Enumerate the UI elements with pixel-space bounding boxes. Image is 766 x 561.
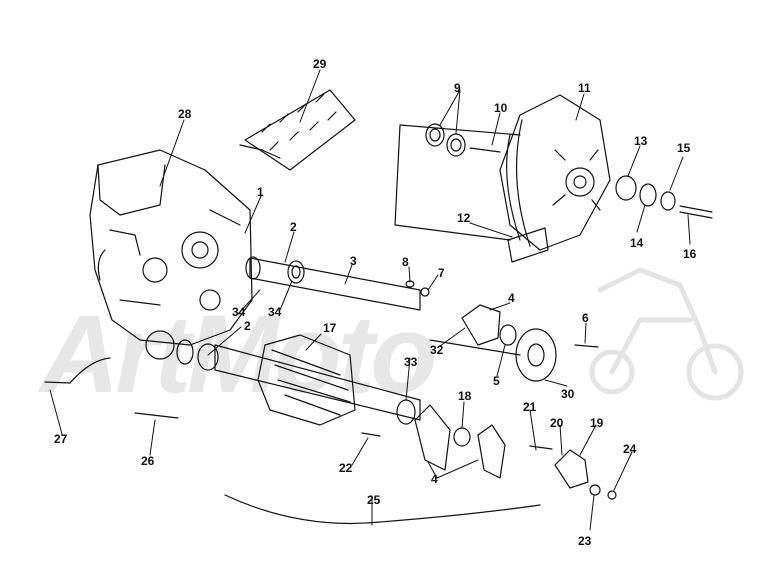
callout-4: 4 bbox=[431, 472, 438, 486]
callout-14: 14 bbox=[630, 236, 644, 250]
callout-24: 24 bbox=[623, 442, 637, 456]
hardware-set-upper bbox=[425, 123, 713, 219]
callout-2: 2 bbox=[290, 220, 297, 234]
drive-shaft-upper bbox=[245, 256, 421, 311]
callout-4: 4 bbox=[508, 291, 515, 305]
callout-32: 32 bbox=[430, 343, 444, 357]
callout-18: 18 bbox=[458, 389, 472, 403]
callout-12: 12 bbox=[457, 211, 471, 225]
callout-33: 33 bbox=[404, 355, 418, 369]
callout-13: 13 bbox=[634, 134, 648, 148]
callout-28: 28 bbox=[178, 107, 192, 121]
callout-19: 19 bbox=[590, 416, 604, 430]
callout-22: 22 bbox=[339, 461, 353, 475]
callout-30: 30 bbox=[561, 387, 575, 401]
leader-lines bbox=[49, 69, 691, 531]
callout-34: 34 bbox=[232, 305, 246, 319]
callout-21: 21 bbox=[523, 400, 537, 414]
callout-5: 5 bbox=[493, 374, 500, 388]
callout-15: 15 bbox=[677, 141, 691, 155]
callout-1: 1 bbox=[257, 185, 264, 199]
callout-29: 29 bbox=[313, 57, 327, 71]
clutch-drum bbox=[394, 94, 611, 263]
callout-2: 2 bbox=[244, 319, 251, 333]
watermark-motorcycle-icon bbox=[589, 267, 744, 401]
callout-23: 23 bbox=[578, 534, 592, 548]
manifold-part bbox=[239, 89, 356, 171]
callout-7: 7 bbox=[438, 266, 445, 280]
callout-9: 9 bbox=[454, 81, 461, 95]
callout-20: 20 bbox=[550, 416, 564, 430]
engine-block bbox=[89, 149, 253, 346]
callout-3: 3 bbox=[350, 254, 357, 268]
callout-27: 27 bbox=[54, 432, 68, 446]
callout-11: 11 bbox=[578, 81, 591, 95]
callout-16: 16 bbox=[683, 247, 697, 261]
callout-10: 10 bbox=[494, 101, 508, 115]
fasteners bbox=[44, 280, 599, 437]
callout-17: 17 bbox=[323, 321, 337, 335]
callout-26: 26 bbox=[141, 454, 155, 468]
callout-34: 34 bbox=[268, 305, 282, 319]
cable bbox=[224, 494, 541, 525]
callout-6: 6 bbox=[582, 311, 589, 325]
cover-brackets bbox=[414, 304, 617, 500]
callout-25: 25 bbox=[367, 493, 381, 507]
callout-8: 8 bbox=[402, 255, 409, 269]
